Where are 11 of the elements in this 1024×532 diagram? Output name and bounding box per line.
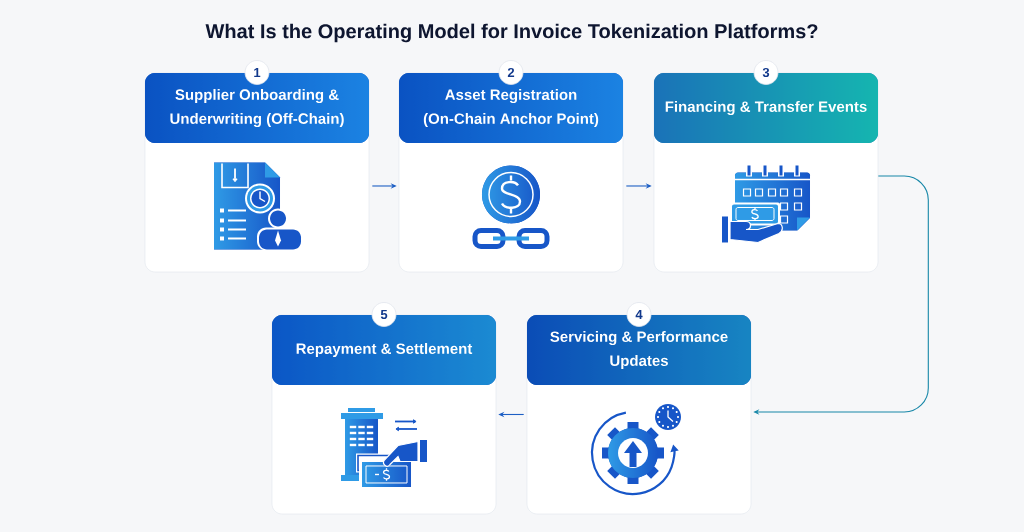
number-badge: 5 <box>371 302 397 327</box>
number-badge: 2 <box>498 60 524 85</box>
step-title: Asset Registration (On-Chain Anchor Point) <box>423 89 599 127</box>
number-badge: 4 <box>626 302 652 327</box>
step-title: Repayment & Settlement <box>296 343 473 357</box>
step-title: Supplier Onboarding & Underwriting (Off-Chain) <box>170 88 344 127</box>
number-badge: 3 <box>753 60 779 85</box>
number-badge: 1 <box>244 60 270 85</box>
step-title: Servicing & Performance Updates <box>550 331 728 369</box>
title: What Is the Operating Model for Invoice Tokenization Platforms? <box>205 23 818 43</box>
step-title: Financing & Transfer Events <box>665 100 867 115</box>
